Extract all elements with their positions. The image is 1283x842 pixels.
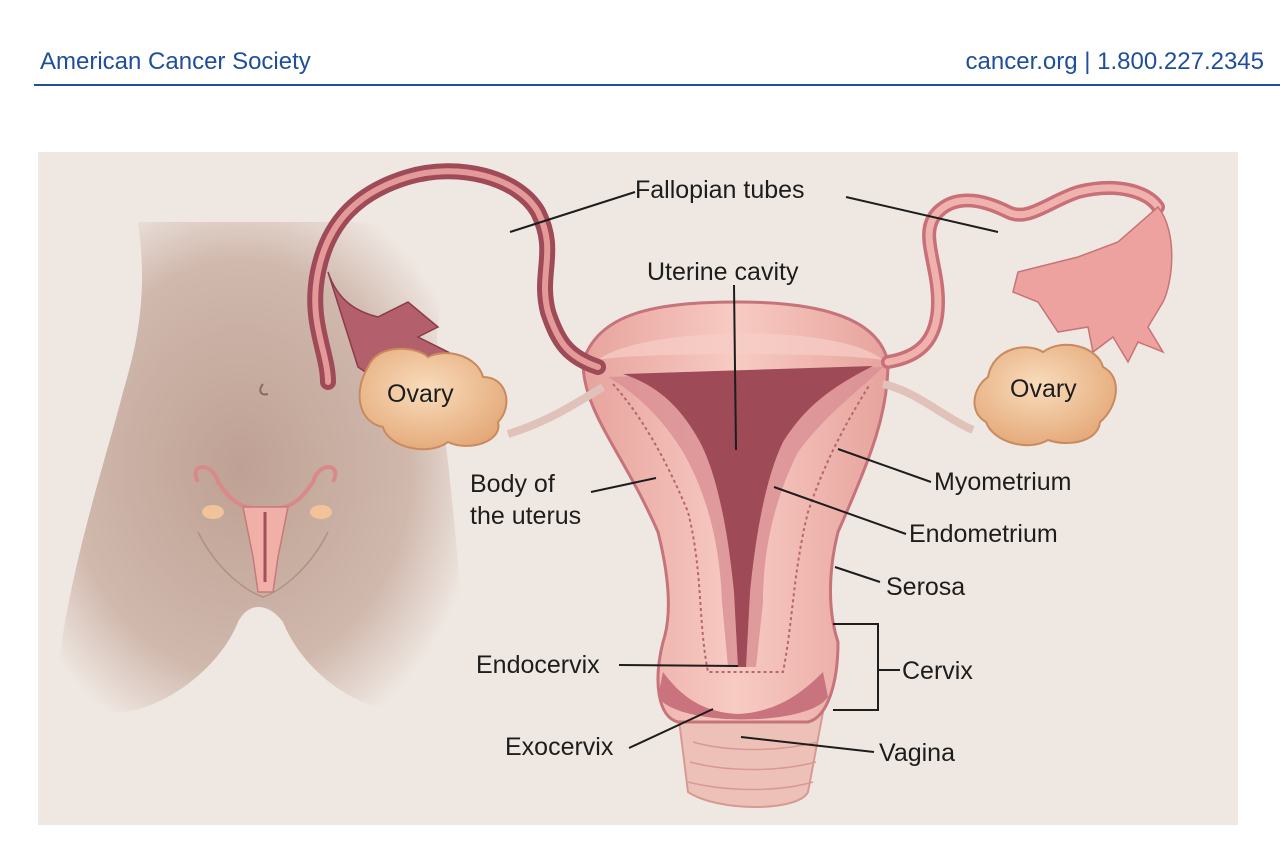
ovarian-ligament-right — [882, 380, 975, 434]
anatomy-figure: Fallopian tubes Uterine cavity Ovary Ova… — [38, 152, 1238, 825]
mini-uterus-icon — [193, 465, 338, 593]
label-body-of-uterus-line1: Body of — [470, 470, 555, 498]
label-endocervix: Endocervix — [476, 651, 600, 679]
torso-silhouette — [57, 222, 464, 713]
uterus-diagram: Fallopian tubes Uterine cavity Ovary Ova… — [57, 163, 1173, 808]
contact-info[interactable]: cancer.org | 1.800.227.2345 — [965, 48, 1264, 75]
label-serosa: Serosa — [886, 573, 965, 601]
label-endometrium: Endometrium — [909, 520, 1058, 548]
uterus-body — [581, 300, 890, 724]
label-vagina: Vagina — [879, 739, 955, 767]
navel-icon — [259, 383, 269, 396]
ovary-left — [358, 347, 508, 451]
label-ovary-right: Ovary — [1010, 375, 1077, 403]
brand-name[interactable]: American Cancer Society — [40, 48, 311, 75]
label-exocervix: Exocervix — [505, 733, 614, 761]
label-uterine-cavity: Uterine cavity — [647, 258, 799, 286]
label-myometrium: Myometrium — [934, 468, 1072, 496]
cervix-bracket — [833, 623, 900, 711]
leader-lines — [509, 191, 999, 753]
fallopian-tube-right — [881, 180, 1173, 369]
label-ovary-left: Ovary — [387, 380, 454, 408]
label-body-of-uterus-line2: the uterus — [470, 502, 581, 530]
ovarian-ligament-left — [506, 383, 606, 438]
ovary-right — [973, 343, 1117, 447]
label-fallopian-tubes: Fallopian tubes — [635, 176, 805, 204]
vagina-shape — [676, 711, 825, 808]
label-cervix: Cervix — [902, 657, 973, 685]
page-header: American Cancer Society cancer.org | 1.8… — [34, 0, 1280, 86]
